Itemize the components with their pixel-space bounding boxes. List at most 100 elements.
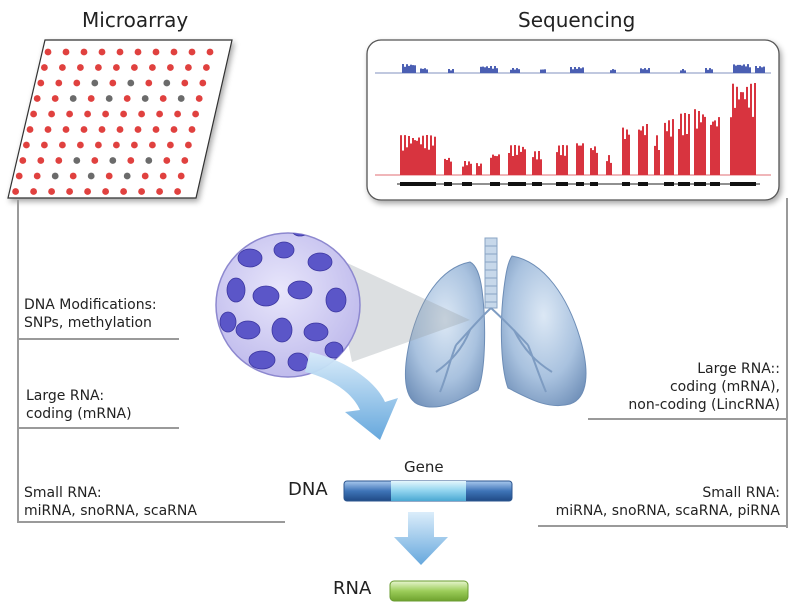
array-spot <box>145 157 153 164</box>
red-coverage-bar <box>476 163 478 175</box>
left-small-rna-title: Small RNA: <box>24 485 102 501</box>
blue-coverage-bar <box>705 68 707 73</box>
blue-coverage-bar <box>452 69 454 73</box>
blue-coverage-bar <box>402 64 404 73</box>
blue-coverage-bar <box>412 65 414 73</box>
blue-coverage-bar <box>733 64 735 73</box>
array-spot <box>174 110 182 118</box>
exon-block <box>664 182 674 186</box>
red-coverage-bar <box>462 166 464 175</box>
exon-block <box>694 182 706 186</box>
red-coverage-bar <box>532 157 534 175</box>
right-bracket-line <box>786 198 788 528</box>
exon-block <box>710 182 720 186</box>
red-coverage-bar <box>534 151 536 175</box>
red-coverage-bar <box>694 109 696 175</box>
exon-block <box>556 182 568 186</box>
red-coverage-bar <box>578 145 580 175</box>
left-divider-1 <box>17 338 179 340</box>
array-spot <box>73 157 81 164</box>
red-coverage-bar <box>678 129 680 175</box>
cell-nuclei <box>219 233 347 372</box>
red-coverage-bar <box>698 111 700 175</box>
blue-coverage-bar <box>644 68 646 73</box>
red-coverage-bar <box>538 151 540 175</box>
array-spot <box>77 141 84 149</box>
blue-coverage-bar <box>680 70 682 73</box>
red-coverage-bar <box>512 156 514 175</box>
blue-coverage-bar <box>516 68 518 73</box>
array-spot <box>163 157 171 164</box>
array-spot <box>203 64 210 71</box>
red-coverage-bar <box>656 135 658 175</box>
array-spot <box>131 141 138 149</box>
array-spot <box>77 64 84 71</box>
red-coverage-bar <box>608 155 610 175</box>
red-coverage-bar <box>466 165 468 175</box>
blue-coverage-bar <box>544 69 546 73</box>
array-spot <box>188 126 196 133</box>
array-spot <box>120 188 127 195</box>
array-spot <box>84 110 91 118</box>
red-coverage-bar <box>666 131 668 175</box>
array-spot <box>44 126 52 133</box>
blue-coverage-bar <box>711 69 713 73</box>
red-coverage-bar <box>470 163 472 175</box>
array-spot <box>91 79 99 87</box>
array-spot <box>95 64 102 71</box>
array-spot <box>127 79 135 87</box>
blue-coverage-bar <box>741 65 743 73</box>
array-spot <box>48 110 55 118</box>
array-spot <box>123 95 131 102</box>
array-spot <box>131 64 138 71</box>
red-coverage-bar <box>712 121 714 175</box>
red-coverage-bar <box>540 159 542 175</box>
left-large-rna-detail: coding (mRNA) <box>26 406 132 422</box>
left-label-dna-mod: DNA Modifications: SNPs, methylation <box>24 296 157 332</box>
gene-label: Gene <box>404 458 444 476</box>
array-spot <box>102 110 109 118</box>
exon-block <box>490 182 500 186</box>
blue-coverage-bar <box>614 69 616 73</box>
blue-coverage-bar <box>582 67 584 73</box>
red-coverage-bar <box>670 136 672 175</box>
red-coverage-bar <box>664 122 666 175</box>
red-coverage-bar <box>522 146 524 175</box>
rna-label: RNA <box>333 578 372 599</box>
array-spot <box>73 79 81 87</box>
blue-coverage-bar <box>410 64 412 73</box>
red-coverage-bar <box>422 135 424 175</box>
left-divider-2 <box>17 427 179 429</box>
red-coverage-bar <box>684 113 686 175</box>
array-spot <box>120 110 127 118</box>
red-coverage-track <box>400 83 756 175</box>
dna-mod-title: DNA Modifications: <box>24 297 157 313</box>
red-coverage-bar <box>628 134 630 175</box>
red-coverage-bar <box>734 107 736 175</box>
array-spot <box>105 95 113 102</box>
red-coverage-bar <box>702 114 704 175</box>
array-spot <box>199 79 207 87</box>
cell-nucleus <box>307 252 333 272</box>
cell-nucleus <box>252 285 280 307</box>
exon-block <box>638 182 648 186</box>
cell-nucleus <box>324 341 344 359</box>
blue-coverage-bar <box>570 67 572 73</box>
array-spot <box>174 188 182 195</box>
array-spot <box>116 48 124 56</box>
red-coverage-bar <box>566 145 568 175</box>
red-coverage-bar <box>406 147 408 175</box>
array-spot <box>91 157 99 164</box>
blue-coverage-bar <box>542 69 544 73</box>
blue-coverage-bar <box>572 69 574 73</box>
cell-nucleus <box>271 317 293 343</box>
blue-coverage-bar <box>514 69 516 73</box>
red-coverage-bar <box>518 145 520 175</box>
cell-nucleus <box>226 277 246 303</box>
red-coverage-bar <box>682 135 684 175</box>
red-coverage-bar <box>480 163 482 175</box>
red-coverage-bar <box>592 150 594 175</box>
red-coverage-bar <box>748 107 750 175</box>
red-coverage-bar <box>414 140 416 175</box>
